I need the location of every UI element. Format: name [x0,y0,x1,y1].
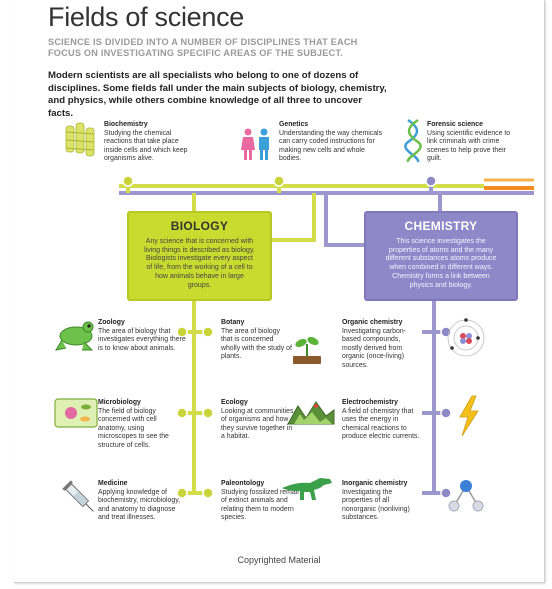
chemistry-box: CHEMISTRY This science investigates the … [364,211,518,301]
field-name: Paleontology [221,480,265,487]
field-description: Understanding the way chemicals can carr… [279,129,383,163]
field-name: Medicine [98,480,128,487]
lightning-icon [459,395,479,437]
field-name: Organic chemistry [342,319,403,326]
dinosaur-icon [282,478,332,500]
page-subtitle: SCIENCE IS DIVIDED INTO A NUMBER OF DISC… [48,37,358,58]
field-name: Ecology [221,399,248,406]
field-ecology: Ecology Looking at communities of organi… [221,399,297,442]
field-microbiology: Microbiology The field of biology concer… [98,399,182,451]
field-description: A field of chemistry that uses the energ… [342,407,420,441]
intro-paragraph: Modern scientists are all specialists wh… [48,70,387,119]
field-biochemistry: Biochemistry Studying the chemical react… [104,121,198,164]
field-organic-chemistry: Organic chemistry Investigating carbon-b… [342,319,422,371]
field-description: Studying fossilized remains of extinct a… [221,488,305,522]
chemistry-description: This science investigates the properties… [385,238,497,289]
page-title: Fields of science [48,2,244,32]
male-female-icon [241,128,269,160]
biology-title: BIOLOGY [170,219,229,233]
atom-icon [447,318,485,357]
seedling-icon [293,336,321,364]
field-description: Using scientific evidence to link crimin… [427,129,511,163]
field-forensic-science: Forensic science Using scientific eviden… [427,121,515,164]
syringe-icon [62,480,94,512]
frog-icon [54,321,94,351]
field-description: Investigating the properties of all nono… [342,488,410,522]
cell-icon [54,398,98,428]
field-description: The area of biology that investigates ev… [98,327,186,352]
field-name: Genetics [279,121,309,128]
biology-description: Any science that is concerned with livin… [144,238,255,289]
field-description: The area of biology that is concerned wh… [221,327,292,361]
molecule-icon [448,480,484,512]
copyright-footer: Copyrighted Material [237,555,321,565]
field-botany: Botany The area of biology that is conce… [221,319,293,362]
field-description: Applying knowledge of biochemistry, micr… [98,488,181,522]
field-name: Zoology [98,319,125,326]
field-medicine: Medicine Applying knowledge of biochemis… [98,480,188,523]
field-zoology: Zoology The area of biology that investi… [98,319,186,353]
field-description: Studying the chemical reactions that tak… [104,129,188,163]
field-name: Electrochemistry [342,399,398,406]
biology-box: BIOLOGY Any science that is concerned wi… [127,211,272,301]
field-name: Biochemistry [104,121,148,128]
chemistry-title: CHEMISTRY [404,219,478,233]
habitat-icon [287,401,335,425]
dna-helix-icon [404,118,422,163]
field-electrochemistry: Electrochemistry A field of chemistry th… [342,399,422,442]
field-name: Forensic science [427,121,483,128]
field-description: The field of biology concerned with cell… [98,407,169,449]
field-description: Looking at communities of organisms and … [221,407,294,441]
field-paleontology: Paleontology Studying fossilized remains… [221,480,309,523]
field-name: Microbiology [98,399,141,406]
dna-model-icon [65,122,95,157]
field-name: Inorganic chemistry [342,480,408,487]
field-inorganic-chemistry: Inorganic chemistry Investigating the pr… [342,480,422,523]
page: Fields of science SCIENCE IS DIVIDED INT… [14,0,545,583]
field-genetics: Genetics Understanding the way chemicals… [279,121,383,164]
field-name: Botany [221,319,245,326]
field-description: Investigating carbon-based compounds, mo… [342,327,406,369]
connector-lines [119,175,534,499]
